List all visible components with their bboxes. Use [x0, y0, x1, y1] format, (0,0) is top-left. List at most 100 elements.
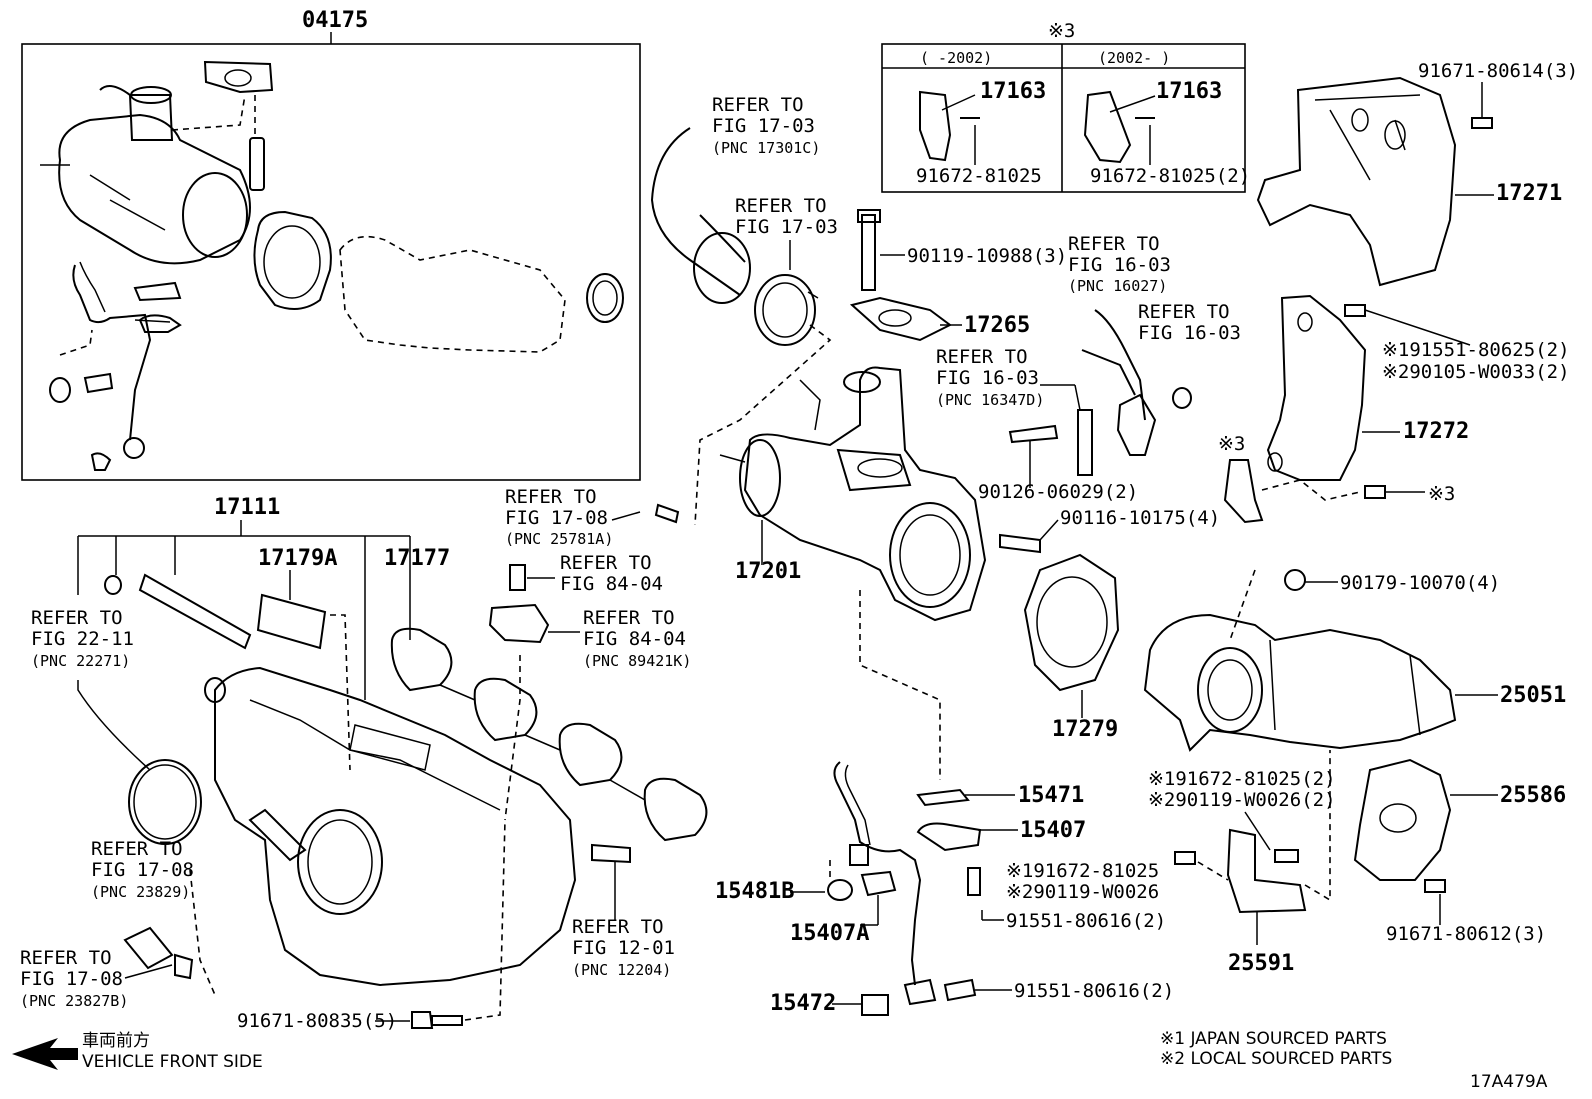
footnote-1: ※1 JAPAN SOURCED PARTS [1160, 1029, 1387, 1049]
label-90119-W0026-b: ※290119-W0026 [1006, 881, 1159, 903]
group-17111-label: 17111 [214, 495, 280, 520]
label-15471: 15471 [1018, 783, 1084, 808]
ref-17-03-a: REFER TO FIG 17-03 (PNC 17301C) [712, 94, 820, 157]
label-90119-10988: 90119-10988(3) [907, 245, 1067, 267]
ref-16-03-b: REFER TO FIG 16-03 [1138, 301, 1241, 344]
ref-1603c-l2: FIG 16-03 [936, 367, 1039, 389]
ref-2211-l3: (PNC 22271) [31, 652, 130, 670]
ref-2211-l2: FIG 22-11 [31, 628, 134, 650]
bracket-25586: 25586 91671-80612(3) [1353, 758, 1566, 945]
label-90116-10175: 90116-10175(4) [1060, 507, 1220, 529]
ref-16-03-c: REFER TO FIG 16-03 (PNC 16347D) [936, 346, 1044, 409]
gasket-17279: 17279 [1023, 553, 1120, 742]
union-bolt-icon [860, 870, 897, 897]
note3-mark: ※3 [1048, 20, 1075, 42]
bolt-91671-80835: 91671-80835(5) [237, 819, 506, 1032]
label-91672-81025-b: ※191672-81025 [1006, 860, 1159, 882]
ref-17-08-c: REFER TO FIG 17-08 (PNC 23827B) [20, 947, 194, 1010]
ref-2211-l1: REFER TO [31, 607, 123, 629]
label-25586: 25586 [1500, 783, 1566, 808]
ref-1603a-l3: (PNC 16027) [1068, 277, 1167, 295]
ref-1708b-l1: REFER TO [91, 838, 183, 860]
water-pipes-illustration [1040, 309, 1192, 476]
ref-1201-l2: FIG 12-01 [572, 937, 675, 959]
label-17272: 17272 [1403, 419, 1469, 444]
group-04175-label: 04175 [302, 8, 368, 33]
note3-col2-header: (2002- ) [1098, 49, 1170, 67]
turbo-assembly-illustration [40, 60, 624, 471]
ref-1603b-l2: FIG 16-03 [1138, 322, 1241, 344]
ref-8404a-l1: REFER TO [560, 552, 652, 574]
label-17279: 17279 [1052, 717, 1118, 742]
ref-1703a-l2: FIG 17-03 [712, 115, 815, 137]
note3-col1-part: 17163 [980, 79, 1046, 104]
group-04175: 04175 [21, 8, 641, 481]
label-17271: 17271 [1496, 181, 1562, 206]
heat-insulator-17272: ※191551-80625(2) ※290105-W0033(2) 17272 … [1218, 294, 1570, 524]
oil-pipe-assembly: 15471 15407 [829, 761, 1086, 1006]
vehicle-front-indicator: 車両前方 VEHICLE FRONT SIDE [12, 1031, 263, 1072]
front-label-en: VEHICLE FRONT SIDE [82, 1052, 263, 1072]
stud-and-gasket: 90119-10988(3) 17265 [849, 209, 1067, 342]
ref-1703b-l2: FIG 17-03 [735, 216, 838, 238]
label-note3-b: ※3 [1428, 483, 1455, 505]
label-91551-80616-a: 91551-80616(2) [1006, 910, 1166, 932]
ref-12-01: REFER TO FIG 12-01 (PNC 12204) [572, 843, 675, 979]
footnote-2: ※2 LOCAL SOURCED PARTS [1160, 1049, 1392, 1069]
bracket-25591: ※191672-81025(2) ※290119-W0026(2) 25591 [1148, 750, 1336, 976]
note3-col1-bolt: 91672-81025 [916, 165, 1042, 187]
ref-84-04: REFER TO FIG 84-04 REFER TO FIG 84-04 (P… [488, 552, 691, 821]
ref-1708c-l3: (PNC 23827B) [20, 992, 128, 1010]
label-91551-80625: ※191551-80625(2) [1382, 339, 1570, 361]
ref-1603c-l1: REFER TO [936, 346, 1028, 368]
ref-17-03-b: REFER TO FIG 17-03 [735, 195, 838, 238]
nut-icon [104, 575, 122, 595]
label-15407: 15407 [1020, 818, 1086, 843]
bolt-icon [943, 978, 977, 1002]
ref-1708c-l1: REFER TO [20, 947, 112, 969]
label-15407A: 15407A [790, 921, 869, 946]
turbocharger-17201: 17201 [719, 366, 987, 780]
label-15472: 15472 [770, 991, 836, 1016]
label-91551-80616-b: 91551-80616(2) [1014, 980, 1174, 1002]
ref-8404a-l2: FIG 84-04 [560, 573, 663, 595]
note3-col2-part: 17163 [1156, 79, 1222, 104]
label-15481B: 15481B [715, 879, 794, 904]
ref-1708c-l2: FIG 17-08 [20, 968, 123, 990]
group-04175-box [21, 43, 641, 481]
ref-16-03-a: REFER TO FIG 16-03 (PNC 16027) [1068, 233, 1171, 295]
label-17177: 17177 [384, 546, 450, 571]
gasket-icon [861, 994, 889, 1016]
label-90126-06029: 90126-06029(2) [978, 481, 1138, 503]
ref-1708b-l3: (PNC 23829) [91, 883, 190, 901]
washer-icon [827, 879, 853, 901]
note3-box [881, 43, 1246, 193]
studs: 90126-06029(2) 90116-10175(4) [978, 424, 1220, 554]
label-91671-80835: 91671-80835(5) [237, 1010, 397, 1032]
note3-col1-header: ( -2002) [920, 49, 992, 67]
front-arrow-icon [12, 1038, 78, 1070]
label-17265: 17265 [964, 313, 1030, 338]
ref-22-11: REFER TO FIG 22-11 (PNC 22271) [31, 607, 202, 845]
ref-17-08-b: REFER TO FIG 17-08 (PNC 23829) [91, 838, 194, 970]
ref-1201-l1: REFER TO [572, 916, 664, 938]
note3-table: ※3 ( -2002) (2002- ) 17163 17163 91672-8… [881, 20, 1250, 193]
heat-insulator-17271: 91671-80614(3) 17271 [1256, 60, 1578, 287]
ref-1708a-l3: (PNC 25781A) [505, 530, 613, 548]
figure-id: 17A479A [1470, 1072, 1548, 1092]
ref-1603b-l1: REFER TO [1138, 301, 1230, 323]
label-17179A: 17179A [258, 546, 337, 571]
note3-col2-bolt: 91672-81025(2) [1090, 165, 1250, 187]
ref-1703b-l1: REFER TO [735, 195, 827, 217]
ref-8404b-l3: (PNC 89421K) [583, 652, 691, 670]
label-17201: 17201 [735, 559, 801, 584]
group-17111: 17111 [77, 495, 411, 700]
ref-1603a-l1: REFER TO [1068, 233, 1160, 255]
label-91671-80612: 91671-80612(3) [1386, 923, 1546, 945]
label-91672-81025-a: ※191672-81025(2) [1148, 768, 1336, 790]
label-90179-10070: 90179-10070(4) [1340, 572, 1500, 594]
label-25051: 25051 [1500, 683, 1566, 708]
catalytic-converter-25051: 90179-10070(4) 25051 [1143, 569, 1566, 752]
ref-8404b-l1: REFER TO [583, 607, 675, 629]
